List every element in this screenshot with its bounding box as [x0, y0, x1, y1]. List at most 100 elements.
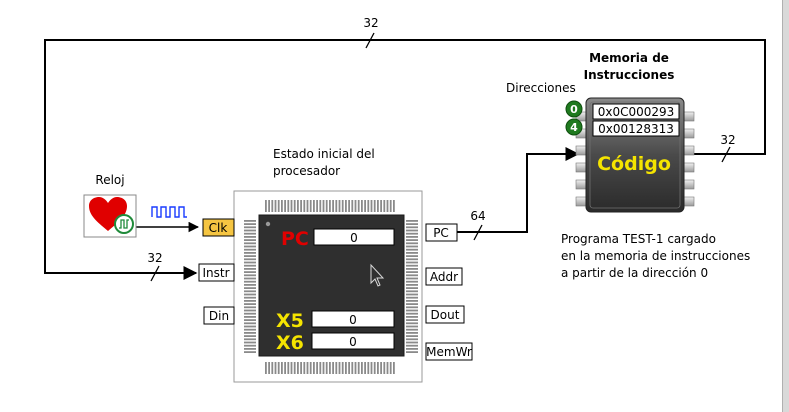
- processor-pin: [322, 362, 325, 374]
- processor-pin: [316, 200, 318, 212]
- processor-pin: [244, 264, 256, 267]
- pin1-dot: [265, 221, 271, 227]
- bus-slash-pc: [473, 224, 483, 241]
- pc-register-value: 0: [350, 231, 358, 245]
- memory-chip-bevel: [589, 101, 681, 209]
- processor-pin: [406, 328, 418, 331]
- program-note: Programa TEST-1 cargado en la memoria de…: [561, 232, 750, 280]
- processor-pin: [268, 200, 270, 212]
- address-badge-0: [565, 100, 583, 118]
- processor-pin: [303, 200, 306, 212]
- processor-pin: [244, 274, 256, 277]
- processor-pin: [406, 280, 418, 283]
- processor-pin: [244, 236, 256, 238]
- processor-pin: [244, 319, 256, 321]
- processor-pin: [300, 362, 302, 374]
- processor-pin: [338, 200, 341, 212]
- processor-pin: [406, 264, 418, 267]
- processor-pin: [244, 306, 256, 309]
- bus-slash-mem: [721, 146, 731, 163]
- processor-pin: [406, 223, 418, 225]
- processor-caption-line2: procesador: [273, 164, 340, 178]
- bus-width-top: 32: [363, 16, 378, 30]
- port-addr: [425, 267, 463, 286]
- processor-pin: [406, 306, 418, 309]
- processor-pin: [309, 362, 312, 374]
- processor-pin: [244, 328, 256, 331]
- processor-pin: [244, 252, 256, 254]
- processor-pin: [319, 362, 322, 374]
- port-memwr-label: MemWr: [426, 345, 472, 359]
- processor-pin: [329, 362, 331, 374]
- processor-pin: [244, 341, 256, 344]
- note-line3: a partir de la dirección 0: [561, 266, 708, 280]
- memory-entry-0-box: [592, 103, 680, 120]
- processor-pin: [383, 200, 386, 212]
- processor-pin: [281, 200, 283, 212]
- address-badge-4: [565, 118, 583, 136]
- processor-pin: [306, 200, 309, 212]
- processor-pin: [389, 200, 392, 212]
- processor-pin: [303, 362, 306, 374]
- port-dout-label: Dout: [431, 308, 460, 322]
- processor-pin: [341, 362, 344, 374]
- processor-pin: [244, 229, 256, 232]
- processor-pin: [244, 271, 256, 273]
- processor-pin: [406, 232, 418, 235]
- processor-pin: [244, 300, 256, 302]
- memory-title-line1: Memoria de: [589, 51, 669, 65]
- processor-pin: [364, 200, 366, 212]
- processor-pin: [244, 303, 256, 305]
- processor-pin: [361, 362, 363, 374]
- processor-pin: [348, 200, 350, 212]
- processor-pin: [406, 220, 418, 222]
- processor-pin: [274, 362, 277, 374]
- port-din-label: Din: [209, 309, 229, 323]
- processor-pin: [406, 255, 418, 257]
- processor-pin: [244, 338, 256, 341]
- memory-entry-1-box: [592, 120, 680, 137]
- processor-pin: [293, 362, 296, 374]
- port-clk: [202, 218, 235, 237]
- processor-pin: [348, 362, 350, 374]
- processor-pin: [244, 348, 256, 350]
- processor-pin: [244, 220, 256, 222]
- processor-pin: [335, 362, 338, 374]
- bus-width-pc: 64: [470, 209, 485, 223]
- port-addr-label: Addr: [430, 270, 458, 284]
- processor-pins: [244, 200, 418, 374]
- processor-pin: [386, 200, 389, 212]
- processor-pin: [244, 261, 256, 264]
- processor-pin: [244, 248, 256, 251]
- processor-pin: [354, 200, 357, 212]
- bus-width-instr: 32: [147, 251, 162, 265]
- processor: Estado inicial del procesador PC 0 X5 0 …: [198, 147, 473, 383]
- processor-pin: [244, 255, 256, 257]
- processor-pin: [244, 258, 256, 261]
- x6-register-value: 0: [349, 335, 357, 349]
- processor-pin: [268, 362, 270, 374]
- processor-pin: [325, 200, 328, 212]
- processor-pin: [332, 200, 334, 212]
- processor-pin: [406, 239, 418, 241]
- processor-pin: [351, 200, 354, 212]
- window-edge-scrollbar[interactable]: [782, 0, 789, 412]
- processor-pin: [271, 362, 274, 374]
- address-badge-4-label: 4: [570, 121, 578, 134]
- processor-pin: [293, 200, 296, 212]
- processor-pin: [244, 245, 256, 248]
- processor-pin: [309, 200, 312, 212]
- processor-pin: [406, 277, 418, 280]
- processor-pin: [406, 293, 418, 296]
- pc-register-box: [313, 228, 395, 246]
- port-pc: [425, 223, 458, 242]
- processor-pin: [406, 236, 418, 238]
- processor-pin: [406, 268, 418, 270]
- processor-pin: [244, 232, 256, 235]
- processor-pin: [406, 309, 418, 312]
- processor-pin: [406, 341, 418, 344]
- processor-pin: [380, 362, 382, 374]
- processor-pin: [284, 362, 286, 374]
- processor-pin: [244, 226, 256, 229]
- port-pc-label: PC: [433, 226, 449, 240]
